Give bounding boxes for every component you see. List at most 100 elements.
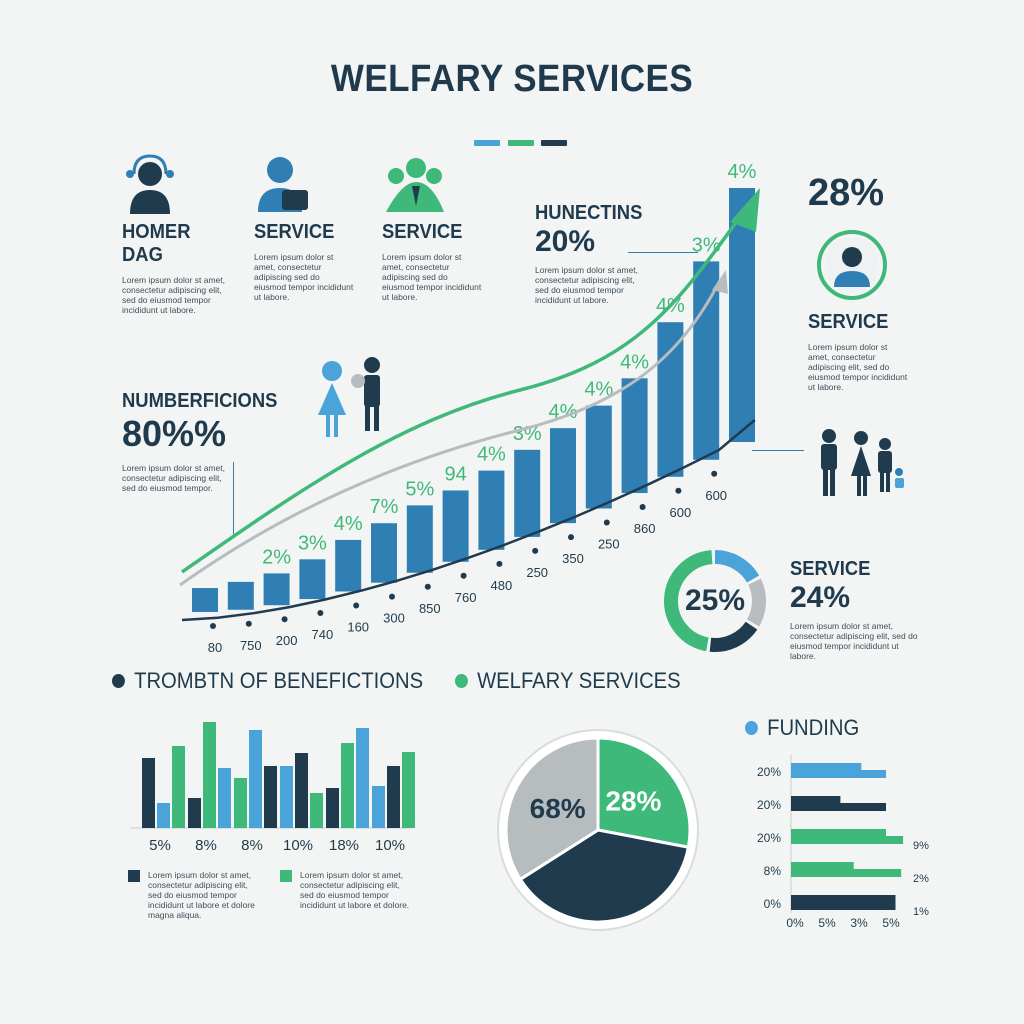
donut-center-label: 25%	[684, 584, 746, 617]
right-connector	[752, 450, 804, 451]
group-people-icon	[386, 158, 444, 212]
growth-baseline	[181, 419, 756, 622]
grouped-bar	[341, 743, 354, 828]
hbar-right-label: 9%	[913, 840, 929, 852]
pie-slice	[504, 736, 600, 882]
right-stat-label: SERVICE	[808, 311, 889, 333]
growth-trend-green	[181, 208, 747, 574]
growth-bottom-label: 480	[491, 578, 513, 593]
growth-bar	[442, 490, 469, 562]
legend-item: Lorem ipsum dolor st amet, consectetur a…	[280, 870, 410, 920]
hunectins-title: HUNECTINS	[535, 202, 643, 224]
section-title: WELFARY SERVICES	[477, 668, 681, 693]
hbar-bar	[791, 862, 854, 877]
pie-slice	[596, 736, 692, 849]
section-title: FUNDING	[767, 715, 860, 740]
growth-point	[317, 610, 324, 617]
grouped-bar	[356, 728, 369, 828]
top-item-text: Lorem ipsum dolor st amet, consectetur a…	[382, 252, 482, 302]
growth-point	[353, 602, 360, 609]
growth-top-label: 4%	[728, 161, 757, 183]
grouped-category-label: 18%	[329, 837, 359, 854]
top-item-2: SERVICE Lorem ipsum dolor st amet, conse…	[254, 152, 364, 302]
hbar-right-label: 1%	[913, 906, 929, 918]
legend-text: Lorem ipsum dolor st amet, consectetur a…	[148, 870, 255, 920]
top-item-text: Lorem ipsum dolor st amet, consectetur a…	[122, 275, 225, 315]
donut-service-value: 24%	[790, 581, 851, 614]
donut-segment-green	[664, 550, 713, 652]
growth-trend-green-arrow	[730, 188, 760, 232]
growth-bar	[335, 539, 362, 592]
donut-segment-navy	[709, 621, 758, 652]
growth-top-label: 2%	[262, 546, 291, 568]
growth-bottom-label: 350	[562, 551, 584, 566]
growth-bottom-label: 250	[598, 537, 620, 552]
pie-slice-label: 28%	[605, 786, 661, 817]
growth-bar	[371, 523, 397, 583]
growth-top-label: 94	[444, 463, 466, 485]
growth-top-label: 3%	[513, 423, 542, 445]
top-item-label: HOMER DAG	[122, 221, 191, 266]
growth-bottom-label: 600	[670, 505, 692, 520]
top-item-label: SERVICE	[254, 221, 335, 243]
accent-bar-navy	[541, 140, 567, 146]
hunectins-value: 20%	[535, 225, 596, 258]
benefictions-chart: 5%8%8%10%18%10%	[130, 722, 415, 854]
hbar-bar	[791, 796, 841, 811]
growth-point	[532, 547, 539, 554]
growth-bar	[657, 322, 684, 477]
growth-trend-gray	[179, 279, 722, 587]
growth-point	[424, 583, 431, 590]
growth-bottom-label: 750	[240, 638, 262, 653]
hunectins-connector	[628, 252, 698, 253]
growth-bar	[729, 188, 755, 442]
grouped-category-label: 8%	[195, 837, 217, 854]
growth-bottom-label: 200	[276, 633, 298, 648]
grouped-bar	[264, 766, 277, 828]
grouped-bar	[387, 766, 400, 828]
hbar-xtick: 5%	[818, 916, 836, 930]
growth-bar	[192, 588, 218, 612]
legend-item: Lorem ipsum dolor st amet, consectetur a…	[128, 870, 258, 920]
grouped-category-label: 5%	[149, 837, 171, 854]
section-dot	[112, 674, 125, 688]
donut-service-label: SERVICE	[790, 558, 871, 580]
growth-bar	[514, 449, 541, 537]
section-title: TROMBTN OF BENEFICTIONS	[134, 668, 424, 693]
growth-top-label: 4%	[334, 513, 363, 535]
grouped-bar	[280, 766, 293, 828]
donut-segment-gray	[746, 578, 766, 627]
person-headset-icon	[126, 154, 174, 214]
grouped-category-label: 10%	[283, 837, 313, 854]
growth-bar	[227, 581, 254, 610]
growth-point	[210, 623, 216, 629]
top-item-1: HOMER DAG Lorem ipsum dolor st amet, con…	[122, 152, 242, 315]
right-stat-block: 28% SERVICE Lorem ipsum dolor st amet, c…	[808, 172, 908, 392]
growth-bar	[585, 405, 612, 509]
hbar-xtick: 5%	[882, 916, 900, 930]
grouped-bar	[142, 758, 155, 828]
growth-point	[281, 616, 288, 623]
growth-bar	[299, 559, 326, 600]
grouped-bar	[203, 722, 216, 828]
growth-top-label: 3%	[692, 234, 721, 256]
hbar-bar	[791, 829, 886, 844]
numberficions-text: Lorem ipsum dolor st amet, consectetur a…	[122, 463, 225, 493]
growth-bar	[693, 261, 720, 460]
growth-point	[711, 470, 718, 477]
grouped-category-label: 8%	[241, 837, 263, 854]
growth-point	[389, 593, 395, 600]
right-stat-value: 28%	[808, 172, 885, 214]
section-dot	[745, 721, 758, 735]
growth-bar	[478, 470, 505, 550]
grouped-bar	[326, 788, 339, 828]
accent-bar-blue	[474, 140, 500, 146]
growth-point	[245, 620, 252, 627]
hbar-category-label: 20%	[757, 798, 781, 812]
growth-top-label: 4%	[477, 444, 506, 466]
hbar-category-label: 8%	[764, 864, 782, 878]
growth-bottom-label: 300	[383, 611, 405, 626]
service-donut	[664, 550, 766, 652]
grouped-bar	[157, 803, 170, 828]
